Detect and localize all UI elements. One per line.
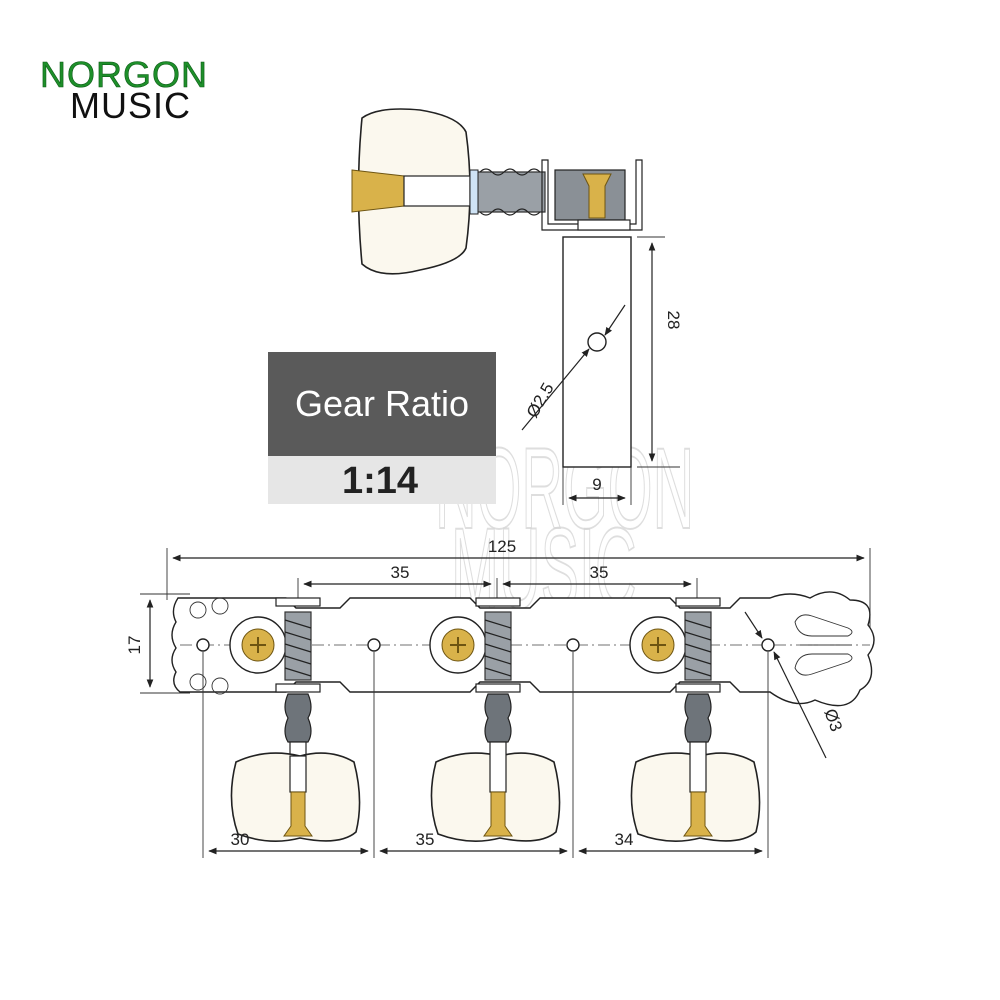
bushing-left (469, 169, 479, 215)
button-gold-insert (283, 791, 313, 837)
screw-hole (761, 638, 775, 652)
dim-plate-height-label: 17 (125, 636, 144, 655)
bushing-top (475, 597, 521, 607)
dim-spacing-left-label: 35 (391, 563, 410, 582)
dim-screw-hole-label: Ø3 (820, 706, 846, 734)
ornament-circle (211, 677, 229, 695)
cross-slot-icon (250, 637, 266, 653)
dim-total-length-label: 125 (488, 537, 516, 556)
string-hole (587, 332, 607, 352)
shaft-grip (684, 693, 712, 743)
screw-hole (566, 638, 580, 652)
cross-slot-icon (450, 637, 466, 653)
dim-post-width-label: 9 (592, 475, 601, 494)
shaft-grip (484, 693, 512, 743)
ornament-circle (211, 597, 229, 615)
worm-gear (684, 611, 712, 681)
shaft-inner (289, 755, 307, 793)
ornament-slot (794, 653, 853, 676)
bushing-top (675, 597, 721, 607)
gear-housing (541, 159, 643, 231)
tuner-1 (229, 597, 361, 842)
worm-thread (284, 619, 312, 677)
bushing-top (275, 597, 321, 607)
bushing-bottom (475, 683, 521, 693)
dim-hole-leader-2 (604, 304, 626, 336)
ornament-slot (794, 614, 853, 637)
button-gold-insert (683, 791, 713, 837)
dim-post-height-label: 28 (664, 311, 683, 330)
cross-slot-icon (650, 637, 666, 653)
gear-ratio-value-bg (268, 456, 496, 504)
washer (577, 219, 631, 231)
button-shaft (403, 175, 471, 207)
dim-bottom-1-label: 30 (231, 830, 250, 849)
logo-line-2: MUSIC (70, 85, 191, 126)
tuner-2 (429, 597, 561, 842)
side-view: 28 9 Ø2.5 (351, 108, 683, 505)
string-post (562, 236, 632, 468)
shaft-grip (284, 693, 312, 743)
gear-ratio-title-bg (268, 352, 496, 456)
worm-shaft (469, 171, 546, 213)
gear-ratio-value: 1:14 (342, 460, 418, 502)
logo-line-1: NORGON (40, 54, 208, 95)
tuner-3 (629, 597, 761, 842)
dim-spacing-right-label: 35 (590, 563, 609, 582)
dim-hole-label: Ø2.5 (523, 380, 558, 421)
worm-thread-bottom (479, 208, 541, 216)
gear-ratio-banner: Gear Ratio 1:14 (268, 352, 496, 504)
front-view: 125 35 35 17 (125, 537, 875, 858)
dim-screw-hole-leader (773, 651, 827, 759)
dim-screw-hole-leader-2 (744, 611, 763, 639)
dim-hole-leader (521, 348, 590, 431)
bushing-bottom (675, 683, 721, 693)
ornament-circle (189, 673, 207, 691)
worm-gear (484, 611, 512, 681)
worm-thread (484, 619, 512, 677)
dim-bottom-2-label: 35 (416, 830, 435, 849)
worm-thread-top (479, 168, 541, 176)
shaft (489, 741, 507, 793)
button-gold-insert (483, 791, 513, 837)
worm-thread (684, 619, 712, 677)
worm-gear (284, 611, 312, 681)
gear-ratio-title: Gear Ratio (295, 383, 469, 424)
button-insert (351, 169, 405, 213)
screw-hole (367, 638, 381, 652)
bushing-bottom (275, 683, 321, 693)
brand-logo: NORGON MUSIC (40, 54, 208, 126)
dim-bottom-3-label: 34 (615, 830, 634, 849)
screw-hole (196, 638, 210, 652)
ornament-circle (189, 601, 207, 619)
shaft (689, 741, 707, 793)
gear-screw (582, 173, 612, 219)
